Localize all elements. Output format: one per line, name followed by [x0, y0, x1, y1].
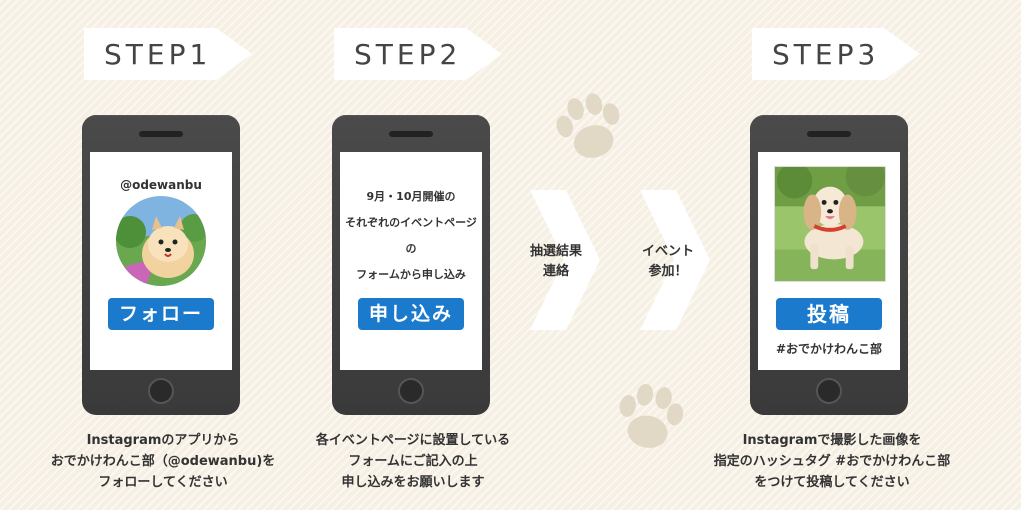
paw-print-icon [556, 93, 620, 158]
caption-line: 指定のハッシュタグ #おでかけわんこ部 [713, 454, 951, 469]
caption-line: Instagramのアプリから [86, 433, 240, 448]
caption-line: をつけて投稿してください [754, 475, 910, 490]
phone-home-button [148, 378, 174, 404]
phone-step2: 9月・10月開催の それぞれのイベントページの フォームから申し込み 申し込み [332, 115, 490, 415]
flow-text-line: 連絡 [542, 264, 569, 279]
step3-caption: Instagramで撮影した画像を 指定のハッシュタグ #おでかけわんこ部 をつ… [700, 430, 964, 493]
flow-text-line: 抽選結果 [529, 244, 582, 259]
phone-step1: @odewanbu フォロー [82, 115, 240, 415]
step3-arrow-tip [884, 28, 920, 80]
caption-line: 申し込みをお願いします [341, 475, 485, 490]
screen-text-line: フォームから申し込み [356, 268, 466, 281]
phone-speaker [807, 131, 851, 137]
chevron-right-icon [530, 190, 600, 330]
flow-text-line: 参加！ [648, 264, 688, 279]
post-button[interactable]: 投稿 [776, 298, 882, 330]
step1-label: STEP1 [84, 28, 216, 80]
phone-screen: @odewanbu フォロー [90, 152, 232, 370]
phone-speaker [389, 131, 433, 137]
application-instructions: 9月・10月開催の それぞれのイベントページの フォームから申し込み [340, 184, 482, 288]
chevron-right-icon [640, 190, 710, 330]
flow-text-line: イベント [641, 244, 694, 259]
profile-avatar [116, 196, 206, 286]
phone-screen: 9月・10月開催の それぞれのイベントページの フォームから申し込み 申し込み [340, 152, 482, 370]
follow-button[interactable]: フォロー [108, 298, 214, 330]
caption-line: フォローしてください [98, 475, 228, 490]
step2-banner: STEP2 [334, 28, 502, 80]
flow-result-text: 抽選結果 連絡 [516, 242, 596, 282]
apply-button[interactable]: 申し込み [358, 298, 464, 330]
instagram-handle: @odewanbu [120, 178, 202, 192]
screen-text-line: それぞれのイベントページの [345, 216, 477, 255]
flow-event-text: イベント 参加！ [628, 242, 708, 282]
step2-label: STEP2 [334, 28, 466, 80]
step3-banner: STEP3 [752, 28, 920, 80]
caption-line: おでかけわんこ部（@odewanbu)を [50, 454, 276, 469]
paw-print-icon [619, 383, 684, 448]
phone-screen: 投稿 #おでかけわんこ部 [758, 152, 900, 370]
caption-line: フォームにご記入の上 [348, 454, 478, 469]
phone-step3: 投稿 #おでかけわんこ部 [750, 115, 908, 415]
step1-banner: STEP1 [84, 28, 252, 80]
dog-photo [774, 166, 886, 282]
step1-arrow-tip [216, 28, 252, 80]
step2-caption: 各イベントページに設置している フォームにご記入の上 申し込みをお願いします [286, 430, 540, 493]
phone-speaker [139, 131, 183, 137]
step3-label: STEP3 [752, 28, 884, 80]
caption-line: 各イベントページに設置している [315, 433, 511, 448]
phone-home-button [398, 378, 424, 404]
step1-caption: Instagramのアプリから おでかけわんこ部（@odewanbu)を フォロ… [36, 430, 290, 493]
phone-home-button [816, 378, 842, 404]
hashtag-text: #おでかけわんこ部 [775, 342, 883, 356]
step2-arrow-tip [466, 28, 502, 80]
screen-text-line: 9月・10月開催の [366, 190, 456, 203]
caption-line: Instagramで撮影した画像を [742, 433, 922, 448]
